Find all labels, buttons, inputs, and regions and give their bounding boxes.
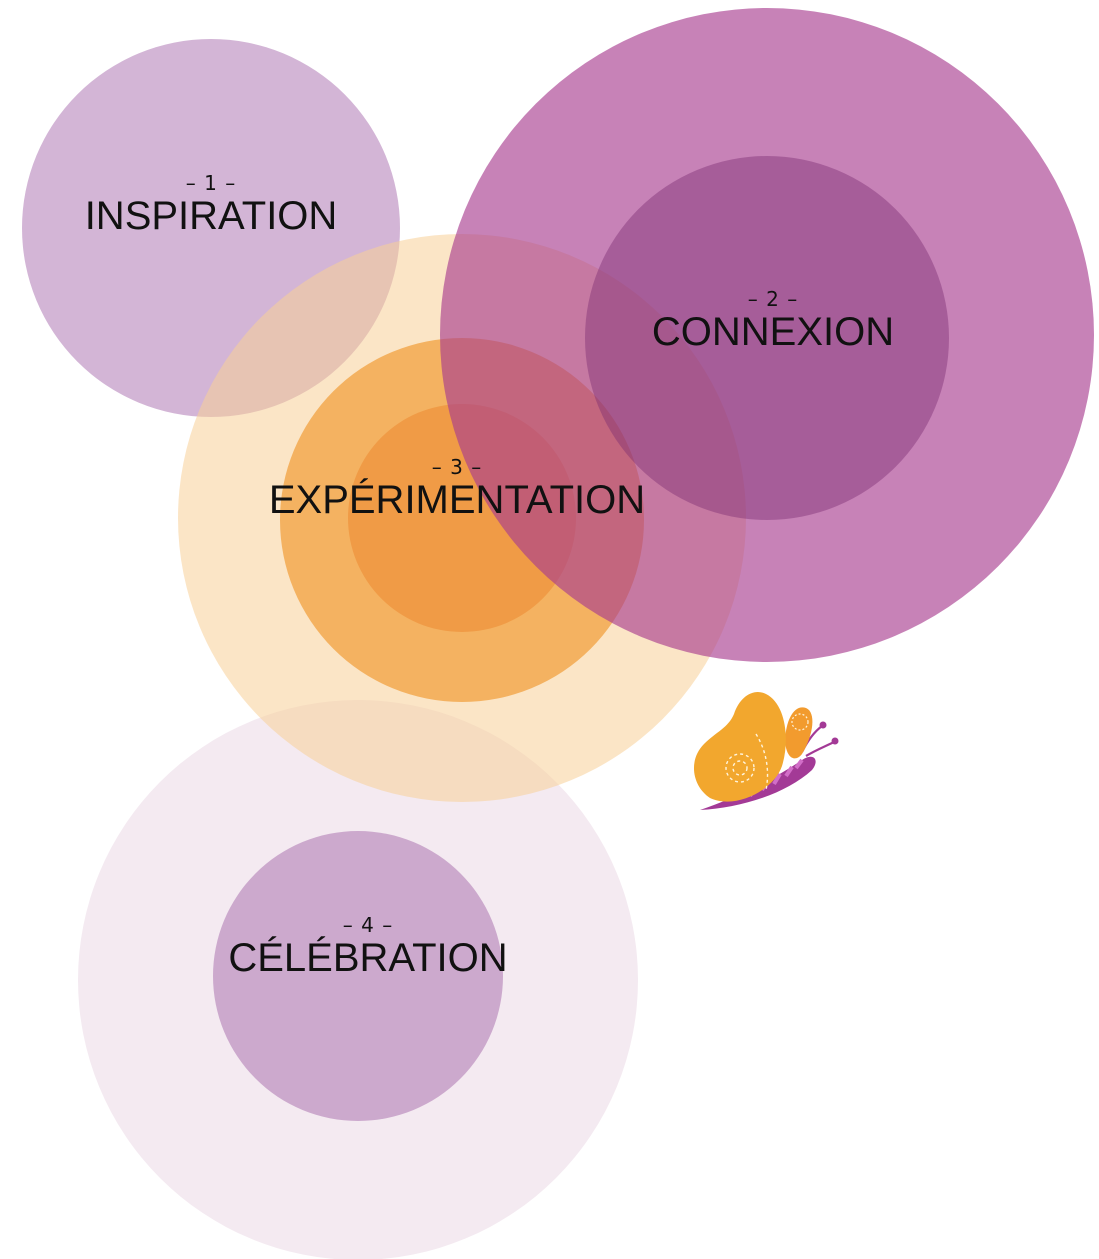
connexion-inner-circle — [585, 156, 949, 520]
connexion-outer-circle — [440, 8, 1094, 662]
stage-2-number: – 2 – — [747, 287, 799, 311]
stage-4-title: CÉLÉBRATION — [228, 936, 508, 980]
stage-3-title: EXPÉRIMENTATION — [268, 478, 646, 522]
celebration-inner-circle — [213, 831, 503, 1121]
stage-3-label: – 3 – EXPÉRIMENTATION — [269, 456, 645, 522]
stage-4-number: – 4 – — [342, 913, 394, 937]
stage-1-label: – 1 – INSPIRATION — [85, 172, 338, 238]
stage-2-title: CONNEXION — [651, 310, 895, 354]
butterfly-icon — [693, 692, 839, 810]
stage-3-number: – 3 – — [431, 455, 483, 479]
stage-1-number: – 1 – — [185, 171, 237, 195]
stage-4-label: – 4 – CÉLÉBRATION — [228, 914, 507, 980]
stage-1-title: INSPIRATION — [84, 194, 338, 238]
stage-2-label: – 2 – CONNEXION — [652, 288, 894, 354]
